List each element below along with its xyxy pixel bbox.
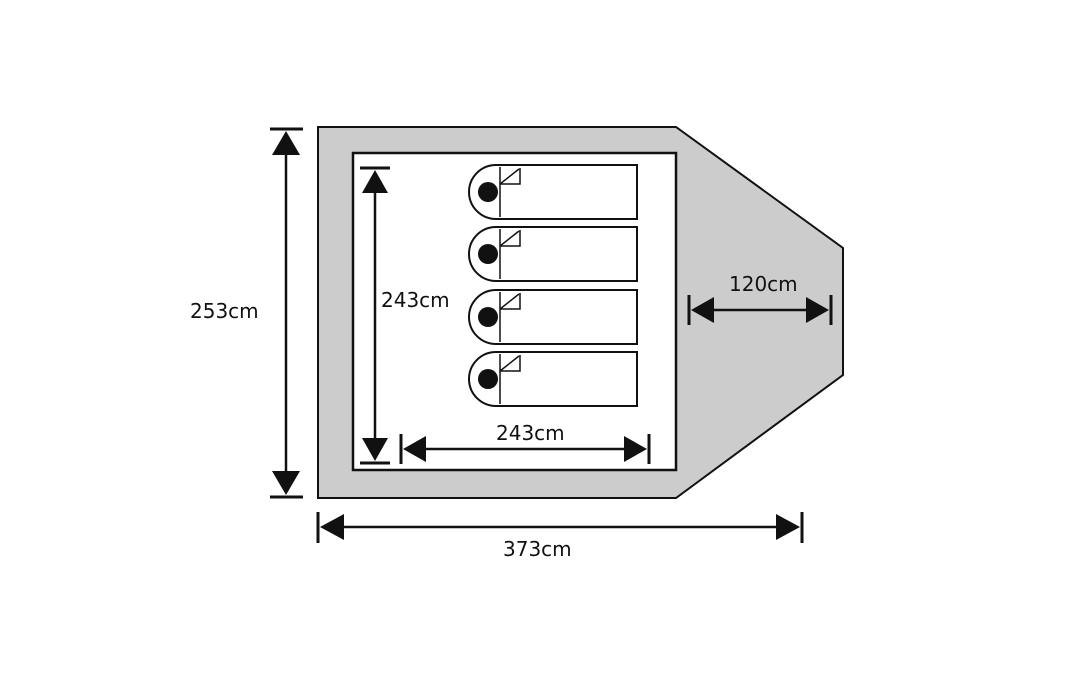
sleeping-bag-icon <box>468 226 638 282</box>
outer-length-dimension <box>316 512 804 543</box>
sleeping-bags <box>468 164 638 407</box>
arrow-right-icon <box>624 436 647 462</box>
arrow-right-icon <box>806 297 829 323</box>
arrow-down-icon <box>362 438 388 461</box>
sleeping-bag-icon <box>468 351 638 407</box>
inner-width-label: 243cm <box>496 421 565 445</box>
inner-height-dimension <box>360 166 390 465</box>
outer-height-label: 253cm <box>190 299 259 323</box>
arrow-left-icon <box>691 297 714 323</box>
arrow-left-icon <box>403 436 426 462</box>
arrow-right-icon <box>776 514 800 540</box>
inner-height-label: 243cm <box>381 288 450 312</box>
inner-width-dimension <box>399 434 651 464</box>
porch-depth-dimension <box>687 295 833 325</box>
porch-depth-label: 120cm <box>729 272 798 296</box>
outer-length-label: 373cm <box>503 537 572 561</box>
arrow-down-icon <box>272 471 300 495</box>
arrow-up-icon <box>272 131 300 155</box>
outer-height-dimension <box>270 127 303 499</box>
sleeping-bag-icon <box>468 164 638 220</box>
sleeping-bag-icon <box>468 289 638 345</box>
arrow-up-icon <box>362 170 388 193</box>
arrow-left-icon <box>320 514 344 540</box>
